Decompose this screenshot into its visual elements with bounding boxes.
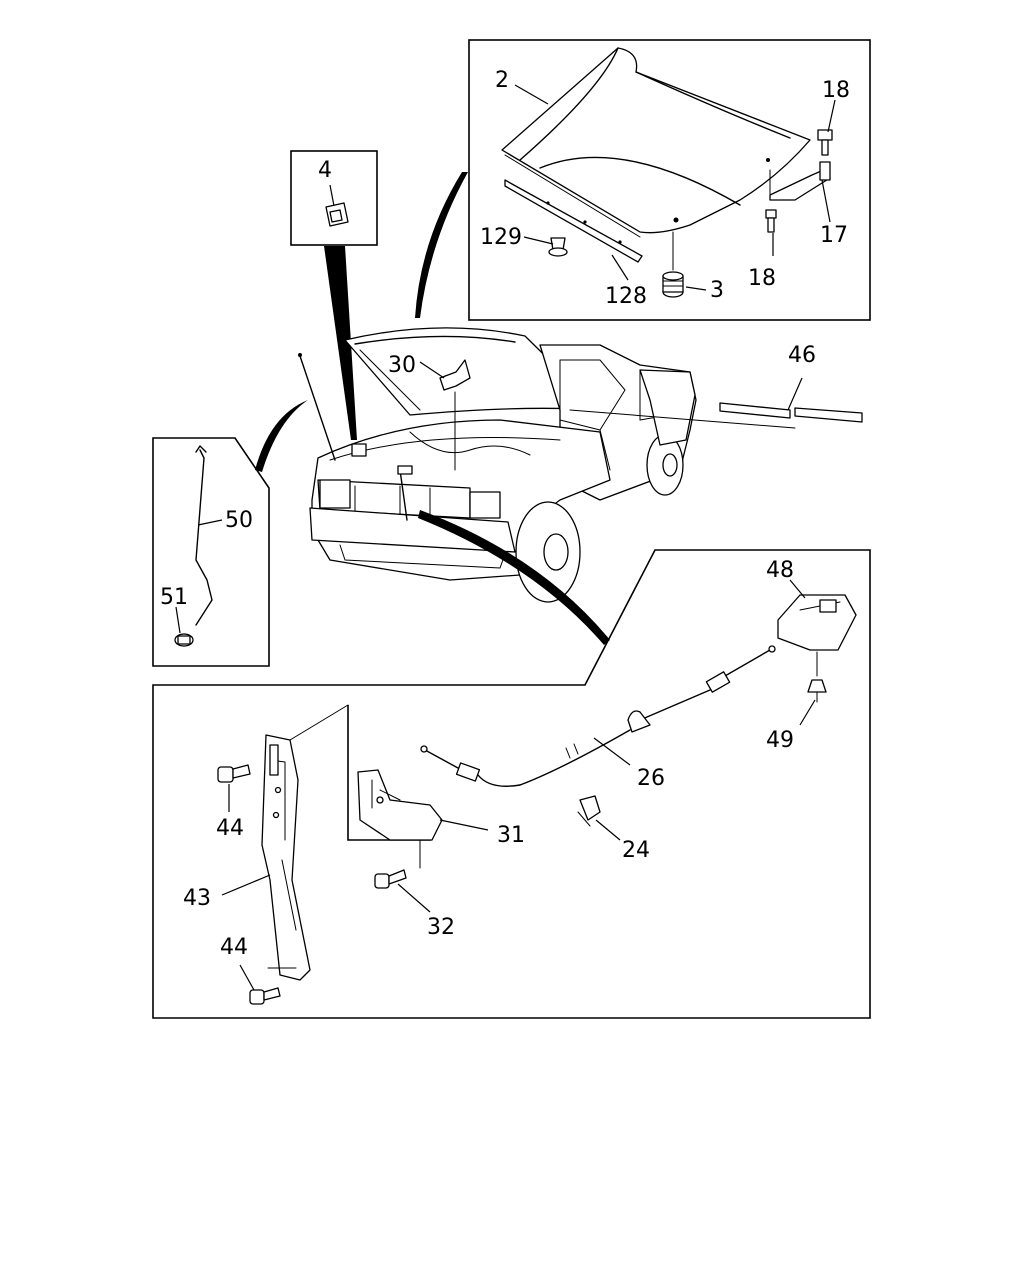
callout-24: 24: [622, 838, 650, 863]
callout-31: 31: [497, 823, 525, 848]
callout-18-top: 18: [822, 78, 850, 103]
hinge-bolt-top: [817, 129, 833, 156]
callout-51: 51: [160, 585, 188, 610]
hood-seal-strip: [504, 179, 643, 263]
handle-screw: [807, 651, 827, 703]
hood-inset-frame: [468, 39, 871, 321]
hood-panel: [501, 47, 811, 238]
bracket-bolt-lower: [249, 967, 297, 1005]
callout-3: 3: [710, 278, 724, 303]
callout-17: 17: [820, 223, 848, 248]
hinge-bolt-bottom: [765, 209, 777, 233]
callout-43: 43: [183, 886, 211, 911]
callout-32: 32: [427, 915, 455, 940]
callout-128: 128: [605, 284, 647, 309]
callout-30: 30: [388, 353, 416, 378]
callout-46: 46: [788, 343, 816, 368]
latch-support-bracket: [261, 704, 349, 981]
release-inset: [152, 549, 871, 1019]
cable-clip: [577, 795, 601, 827]
hood-prop-rod: [195, 445, 213, 626]
hood-hinge: [769, 161, 831, 201]
hood-inset: [468, 39, 871, 321]
release-inset-frame: [152, 549, 871, 1019]
callout-48: 48: [766, 558, 794, 583]
latch-bolt: [374, 869, 407, 889]
bracket-bolt-upper: [217, 764, 251, 783]
callout-50: 50: [225, 508, 253, 533]
callout-44-upper: 44: [216, 816, 244, 841]
hood-latch-support: [439, 359, 471, 471]
callout-129: 129: [480, 225, 522, 250]
striker-inset-frame: [290, 150, 378, 246]
striker-clip: [325, 202, 349, 227]
prop-rod-grommet: [174, 633, 194, 647]
seal-clip: [548, 237, 568, 257]
hood-latch: [347, 705, 443, 869]
prop-rod-inset-frame: [152, 437, 270, 667]
release-cable: [420, 645, 776, 787]
callout-49: 49: [766, 728, 794, 753]
callout-44-lower: 44: [220, 935, 248, 960]
weatherstrip: [569, 402, 863, 429]
callout-4: 4: [318, 158, 332, 183]
callout-18-bottom: 18: [748, 266, 776, 291]
callout-2: 2: [495, 68, 509, 93]
hood-bumper: [662, 231, 684, 298]
callout-labels: 2 18 4 17 129 18 128 3 30 46 50 51 48 49…: [160, 68, 850, 960]
striker-inset: [290, 150, 378, 440]
callout-26: 26: [637, 766, 665, 791]
release-handle: [777, 594, 857, 651]
truck-illustration: [255, 172, 863, 645]
prop-rod-inset: [152, 437, 270, 667]
